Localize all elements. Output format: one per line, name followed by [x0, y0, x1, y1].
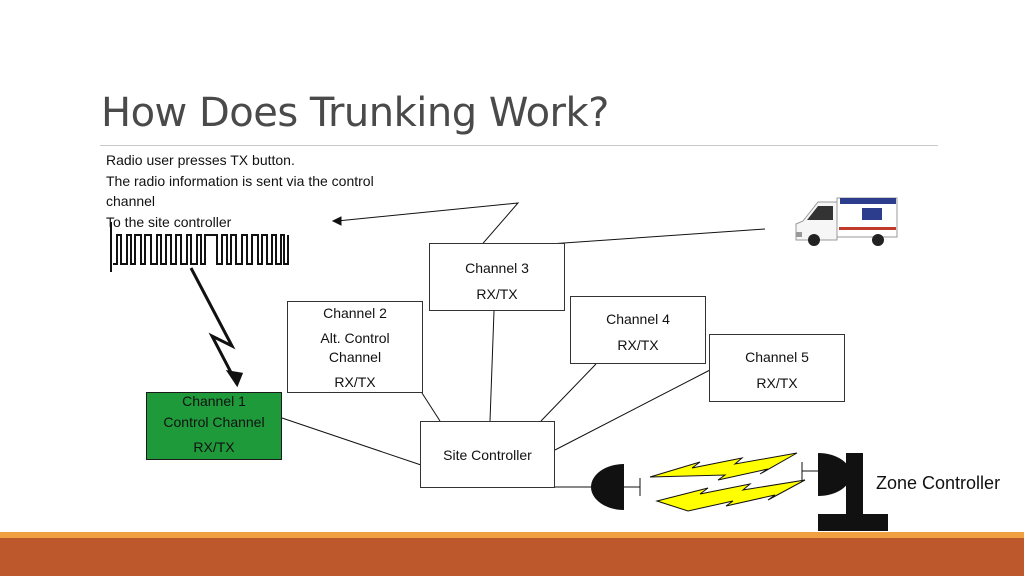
channel-4-mode: RX/TX — [617, 337, 659, 353]
zone-dish-icon — [801, 453, 888, 531]
slide-title: How Does Trunking Work? — [101, 90, 609, 136]
channel-1-role: Control Channel — [163, 414, 265, 430]
channel-4-name: Channel 4 — [606, 311, 670, 327]
channel-1-mode: RX/TX — [193, 439, 235, 455]
footer-accent-stripe — [0, 532, 1024, 538]
note-line: Radio user presses TX button. — [106, 152, 295, 168]
radio-lightning-icon — [189, 267, 244, 388]
signal-waveform-icon — [110, 222, 289, 272]
channel-4-box: Channel 4 RX/TX — [570, 296, 706, 364]
channel-2-name: Channel 2 — [323, 305, 387, 321]
ambulance-icon — [795, 197, 898, 246]
channel-3-mode: RX/TX — [476, 286, 518, 302]
footer-bar — [0, 532, 1024, 576]
channel-1-name: Channel 1 — [182, 393, 246, 409]
zone-controller-label: Zone Controller — [876, 473, 1001, 493]
note-line: channel — [106, 193, 156, 209]
channel-2-role-line2: Channel — [328, 349, 382, 365]
channel-3-name: Channel 3 — [465, 260, 529, 276]
channel-2-box: Channel 2 Alt. Control Channel RX/TX — [287, 301, 423, 393]
channel-wires — [281, 310, 711, 488]
note-line: The radio information is sent via the co… — [106, 172, 374, 189]
slide-notes: Radio user presses TX button. The radio … — [106, 150, 436, 232]
site-controller-box: Site Controller — [420, 421, 555, 488]
site-controller-label: Site Controller — [443, 447, 532, 463]
title-divider — [100, 145, 938, 146]
channel-5-mode: RX/TX — [756, 375, 798, 391]
channel-2-mode: RX/TX — [334, 374, 376, 390]
microwave-dish-icon — [591, 464, 641, 510]
channel-1-box: Channel 1 Control Channel RX/TX — [146, 392, 282, 460]
ambulance-signal-icon — [331, 202, 766, 250]
lightning-bolt-icon — [649, 452, 806, 512]
channel-5-box: Channel 5 RX/TX — [709, 334, 845, 402]
note-line: To the site controller — [106, 213, 232, 230]
channel-5-name: Channel 5 — [745, 349, 809, 365]
channel-3-box: Channel 3 RX/TX — [429, 243, 565, 311]
channel-2-role-line1: Alt. Control — [320, 330, 390, 346]
